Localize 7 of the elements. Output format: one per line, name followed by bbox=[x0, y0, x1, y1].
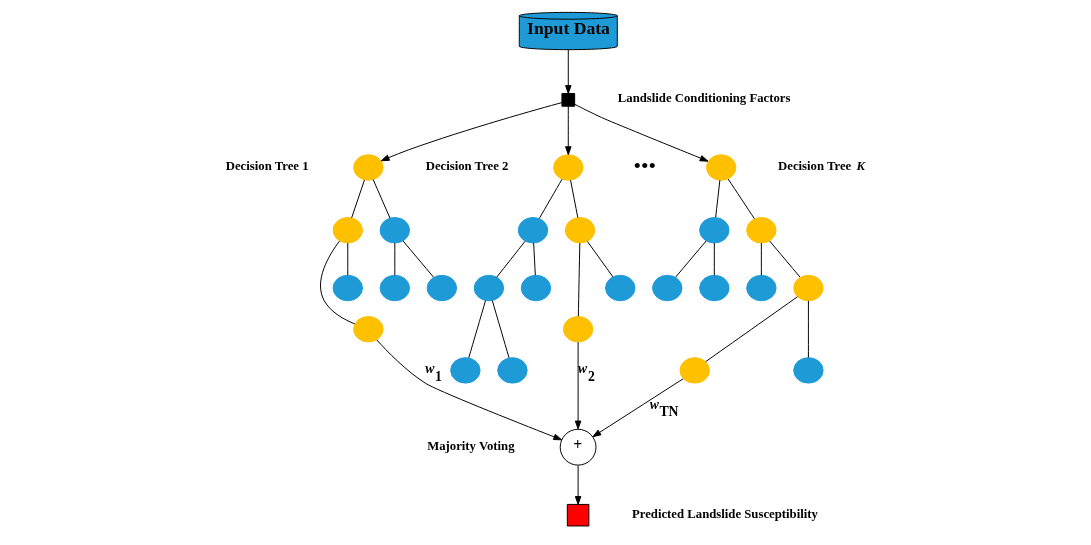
node-label: Decision Tree K bbox=[777, 158, 865, 173]
node-label: Decision Tree 1 bbox=[225, 158, 309, 173]
node-label: Decision Tree 2 bbox=[425, 158, 508, 173]
node-label: Predicted Landslide Susceptibility bbox=[631, 506, 818, 521]
label: ••• bbox=[632, 153, 656, 178]
node-label: Majority Voting bbox=[426, 438, 515, 453]
node-label: Landslide Conditioning Factors bbox=[617, 91, 790, 106]
